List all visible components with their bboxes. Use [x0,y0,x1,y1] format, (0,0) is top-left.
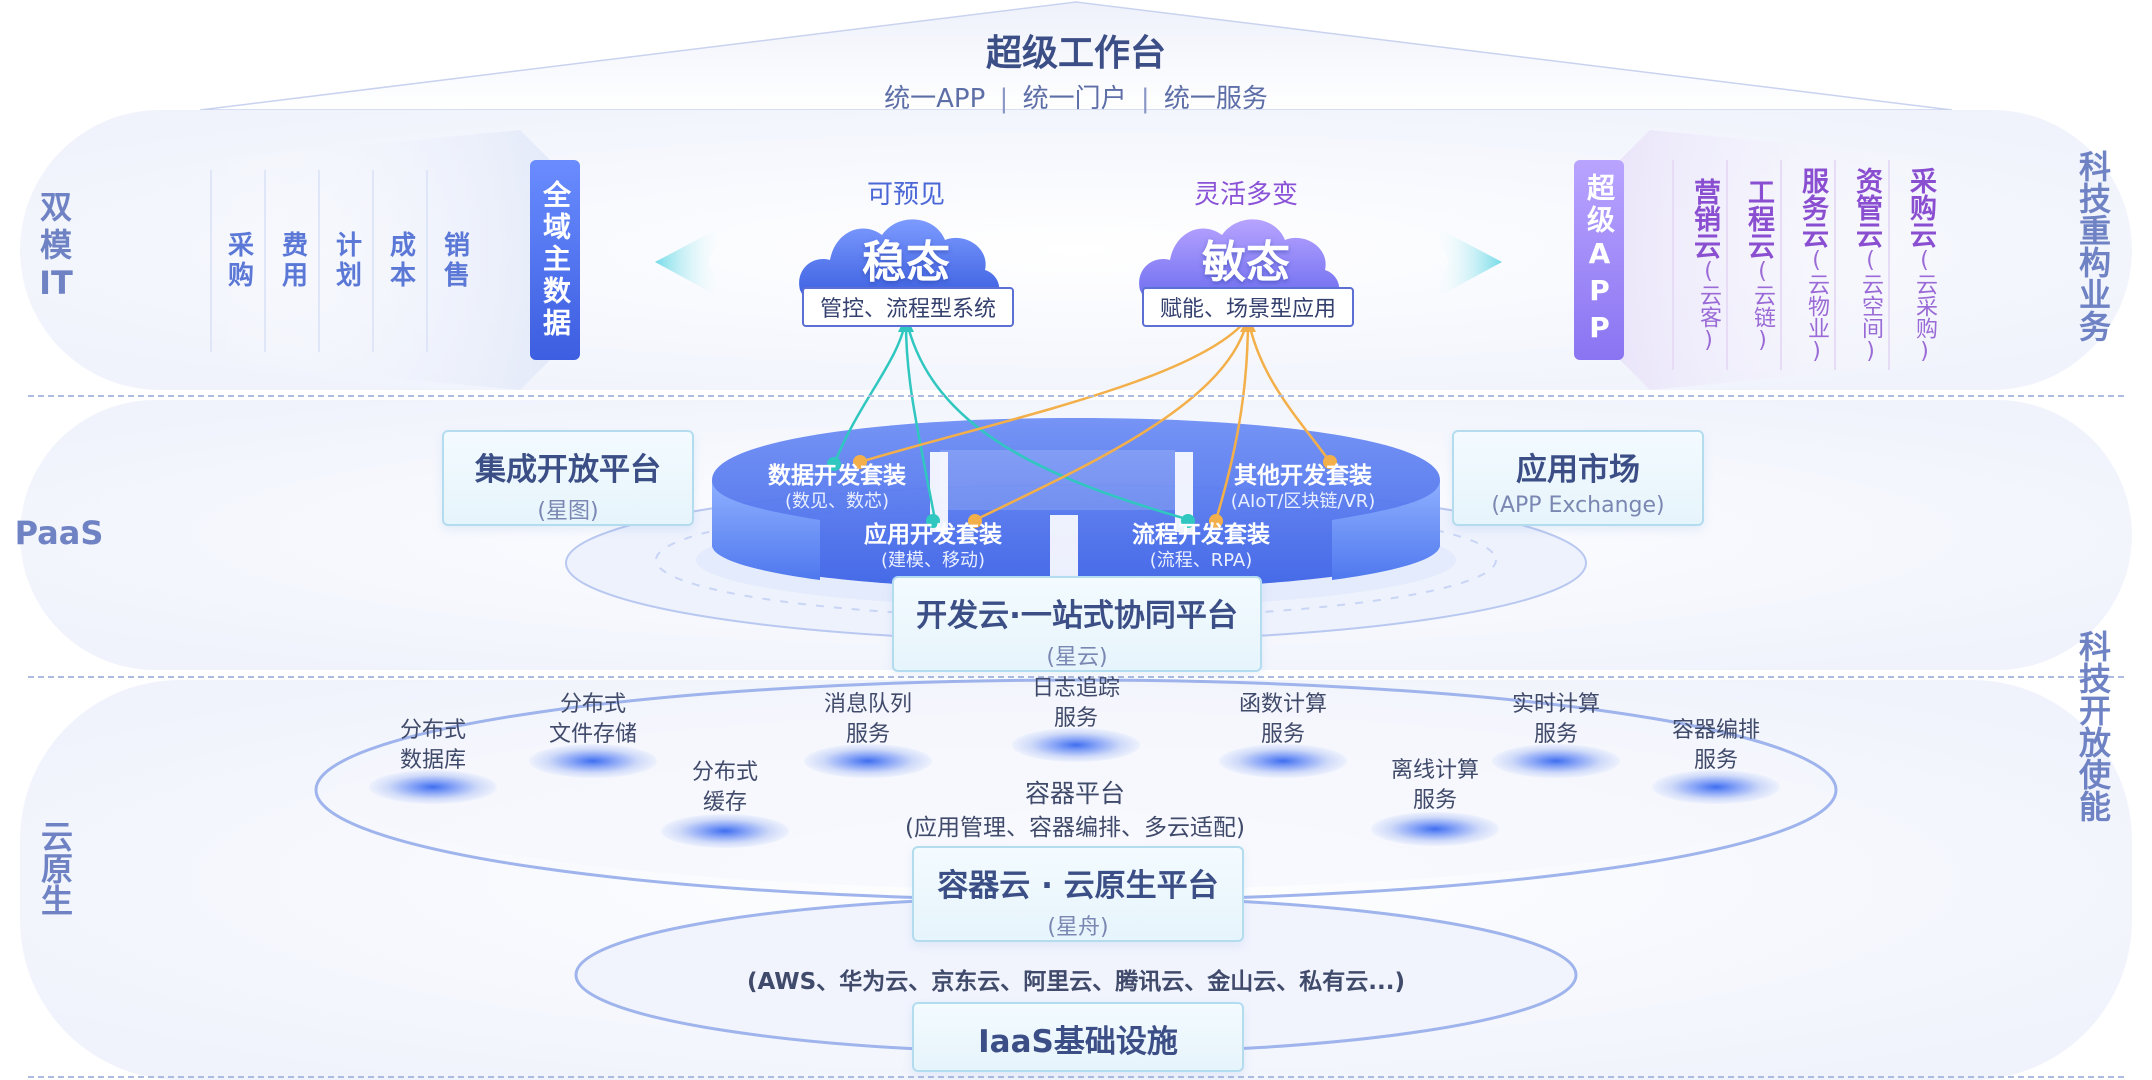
side-label-cloud-native: 云原生 [36,820,74,916]
container-cloud-sub: (星舟) [1047,915,1109,940]
service-log-tracing: 日志追踪服务 [1031,676,1120,731]
department-procurement: 采购 [210,170,266,352]
subtitle-separator: | [1140,84,1150,114]
process-dev-suite: 流程开发套装 (流程、RPA) [1106,522,1296,574]
iaas-panel: IaaS基础设施 [912,1002,1244,1072]
subtitle-unified-app: 统一APP [884,84,986,114]
integration-platform-panel: 集成开放平台 (星图) [442,430,694,526]
department-expense: 费用 [264,170,320,352]
iaas-title: IaaS基础设施 [978,1024,1178,1060]
container-platform-title: 容器平台 [1024,779,1125,808]
other-dev-suite-title: 其他开发套装 [1234,463,1372,489]
app-dev-suite-sub: (建模、移动) [880,550,986,571]
page-subtitle: 统一APP | 统一门户 | 统一服务 [0,78,2152,115]
app-procurement-cloud: 采购云(云采购) [1888,160,1940,370]
side-label-dual-mode-it: 双模IT [39,188,73,302]
integration-platform-title: 集成开放平台 [475,452,661,488]
agile-description: 赋能、场景型应用 [1142,287,1354,327]
service-distributed-database: 分布式数据库 [399,718,466,773]
app-market-sub: (APP Exchange) [1491,493,1665,518]
section-divider [28,1076,2124,1078]
subtitle-unified-service: 统一服务 [1163,84,1268,114]
dev-cloud-sub: (星云) [1046,645,1108,670]
side-label-tech-restructure: 科技重构业务 [2074,150,2112,342]
app-market-panel: 应用市场 (APP Exchange) [1452,430,1704,526]
data-dev-suite: 数据开发套装 (数见、数芯) [742,463,932,515]
section-divider [28,676,2124,678]
side-label-tech-enable: 科技开放使能 [2074,630,2112,822]
super-app-badge: 超级APP [1574,160,1624,360]
stable-caption: 可预见 [866,180,945,210]
dev-cloud-panel: 开发云·一站式协同平台 (星云) [892,576,1262,672]
agile-caption: 灵活多变 [1193,180,1298,210]
iaas-providers: (AWS、华为云、京东云、阿里云、腾讯云、金山云、私有云...) [747,969,1405,995]
stable-label: 稳态 [862,237,950,288]
data-dev-suite-sub: (数见、数芯) [784,491,890,512]
department-cost: 成本 [372,170,428,352]
master-data-badge: 全域主数据 [530,160,580,360]
service-message-queue: 消息队列服务 [823,692,912,747]
other-dev-suite: 其他开发套装 (AIoT/区块链/VR) [1198,463,1408,515]
service-offline-compute: 离线计算服务 [1390,758,1479,813]
app-dev-suite-title: 应用开发套装 [864,522,1002,548]
section-divider [28,395,2124,397]
service-realtime-compute: 实时计算服务 [1511,692,1600,747]
service-function-compute: 函数计算服务 [1238,692,1327,747]
subtitle-unified-portal: 统一门户 [1022,84,1127,114]
app-asset-cloud: 资管云(云空间) [1834,160,1886,370]
service-discs [369,728,1780,848]
process-dev-suite-sub: (流程、RPA) [1149,550,1253,571]
app-dev-suite: 应用开发套装 (建模、移动) [838,522,1028,574]
page-title: 超级工作台 [985,33,1166,74]
app-engineering-cloud: 工程云(云链) [1726,160,1778,370]
app-marketing-cloud: 营销云(云客) [1672,160,1724,370]
app-market-title: 应用市场 [1516,452,1640,488]
dev-cloud-title: 开发云·一站式协同平台 [916,598,1238,634]
container-cloud-title: 容器云 · 云原生平台 [937,868,1219,904]
container-platform-sub: (应用管理、容器编排、多云适配) [905,815,1245,841]
data-dev-suite-title: 数据开发套装 [768,463,906,489]
department-sales: 销售 [426,170,482,352]
side-label-paas: PaaS [14,514,104,552]
app-service-cloud: 服务云(云物业) [1780,160,1832,370]
subtitle-separator: | [999,84,1009,114]
service-distributed-file-storage: 分布式文件存储 [548,692,637,747]
agile-label: 敏态 [1202,237,1290,288]
integration-platform-sub: (星图) [537,499,599,524]
service-container-orchestration: 容器编排服务 [1671,718,1760,773]
department-plan: 计划 [318,170,374,352]
stable-description: 管控、流程型系统 [802,287,1014,327]
container-cloud-panel: 容器云 · 云原生平台 (星舟) [912,846,1244,942]
other-dev-suite-sub: (AIoT/区块链/VR) [1230,491,1376,512]
process-dev-suite-title: 流程开发套装 [1132,522,1270,548]
service-distributed-cache: 分布式缓存 [691,760,758,815]
